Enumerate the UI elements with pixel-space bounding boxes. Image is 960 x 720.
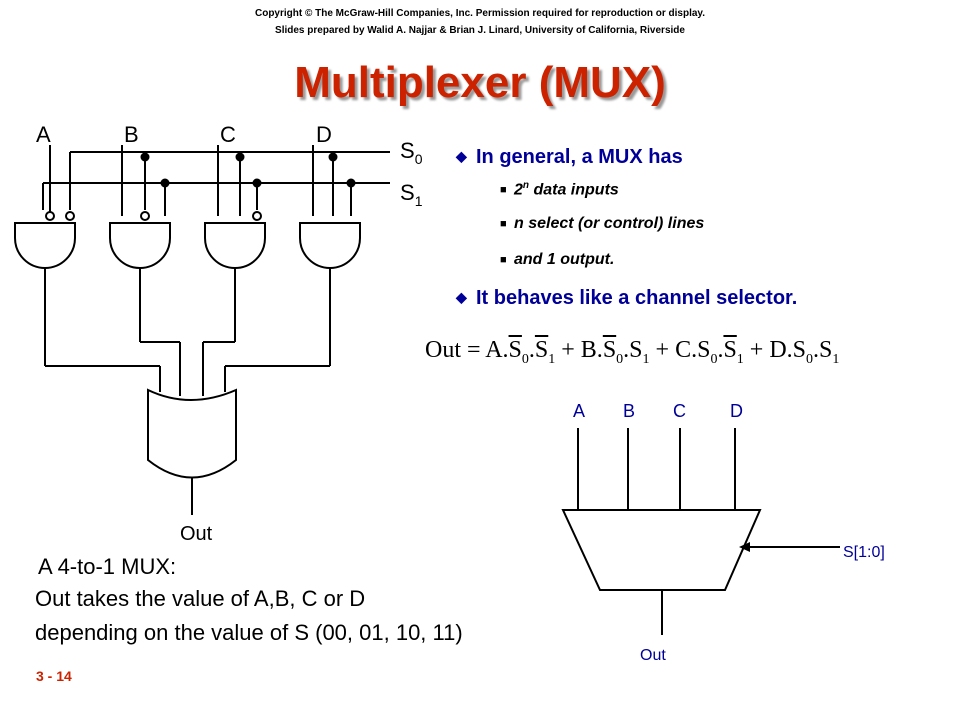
and-gate-4 <box>299 222 361 269</box>
diamond-icon: ◆ <box>456 289 467 305</box>
mux-gate-diagram: A B C D S0 S1 Out <box>14 122 423 545</box>
and-gate-1 <box>14 222 76 269</box>
junction-dot <box>252 178 262 188</box>
block-input-a-label: A <box>573 401 585 421</box>
inverter-bubble <box>45 211 55 221</box>
or-gate <box>147 388 237 479</box>
bullet-sub-data-inputs: ■2n data inputs <box>500 180 619 199</box>
inverter-bubble <box>140 211 150 221</box>
bullet-sub-select-lines: ■n select (or control) lines <box>500 215 705 232</box>
junction-dot <box>140 152 150 162</box>
caption-title: A 4-to-1 MUX: <box>38 554 177 579</box>
inverter-bubble <box>252 211 262 221</box>
select-s1-label: S1 <box>400 180 423 209</box>
square-bullet-icon: ■ <box>500 184 507 197</box>
input-b-label: B <box>124 122 139 147</box>
mux-trapezoid <box>561 509 762 591</box>
junction-dot <box>346 178 356 188</box>
square-bullet-icon: ■ <box>500 254 507 266</box>
bullet-intro: ◆In general, a MUX has <box>456 146 683 168</box>
input-a-label: A <box>36 122 51 147</box>
slide-title: Multiplexer (MUX) <box>294 58 666 107</box>
diamond-icon: ◆ <box>456 148 467 164</box>
mux-equation: Out = A.S0.S1 + B.S0.S1 + C.S0.S1 + D.S0… <box>425 337 840 367</box>
block-input-d-label: D <box>730 401 743 421</box>
caption-line-2: Out takes the value of A,B, C or D <box>35 586 366 611</box>
junction-dot <box>235 152 245 162</box>
block-input-b-label: B <box>623 401 635 421</box>
mux-block-symbol: A B C D S[1:0] Out <box>561 401 885 664</box>
input-d-label: D <box>316 122 332 147</box>
copyright-notice: Copyright © The McGraw-Hill Companies, I… <box>254 8 706 19</box>
inverter-bubble <box>65 211 75 221</box>
gate-output-label: Out <box>180 523 213 545</box>
block-output-label: Out <box>640 647 666 664</box>
block-input-c-label: C <box>673 401 686 421</box>
square-bullet-icon: ■ <box>500 218 507 230</box>
select-s0-label: S0 <box>400 138 423 167</box>
and-gate-2 <box>109 222 171 269</box>
slide-credits: Slides prepared by Walid A. Najjar & Bri… <box>275 25 685 36</box>
bullet-channel-selector: ◆It behaves like a channel selector. <box>456 287 798 309</box>
and-gate-3 <box>204 222 266 269</box>
input-c-label: C <box>220 122 236 147</box>
junction-dot <box>328 152 338 162</box>
junction-dot <box>160 178 170 188</box>
block-select-label: S[1:0] <box>843 544 885 561</box>
bullet-sub-output: ■and 1 output. <box>500 251 615 268</box>
caption-line-3: depending on the value of S (00, 01, 10,… <box>35 620 463 645</box>
select-arrow-icon <box>739 542 750 552</box>
slide-number: 3 - 14 <box>36 668 72 684</box>
